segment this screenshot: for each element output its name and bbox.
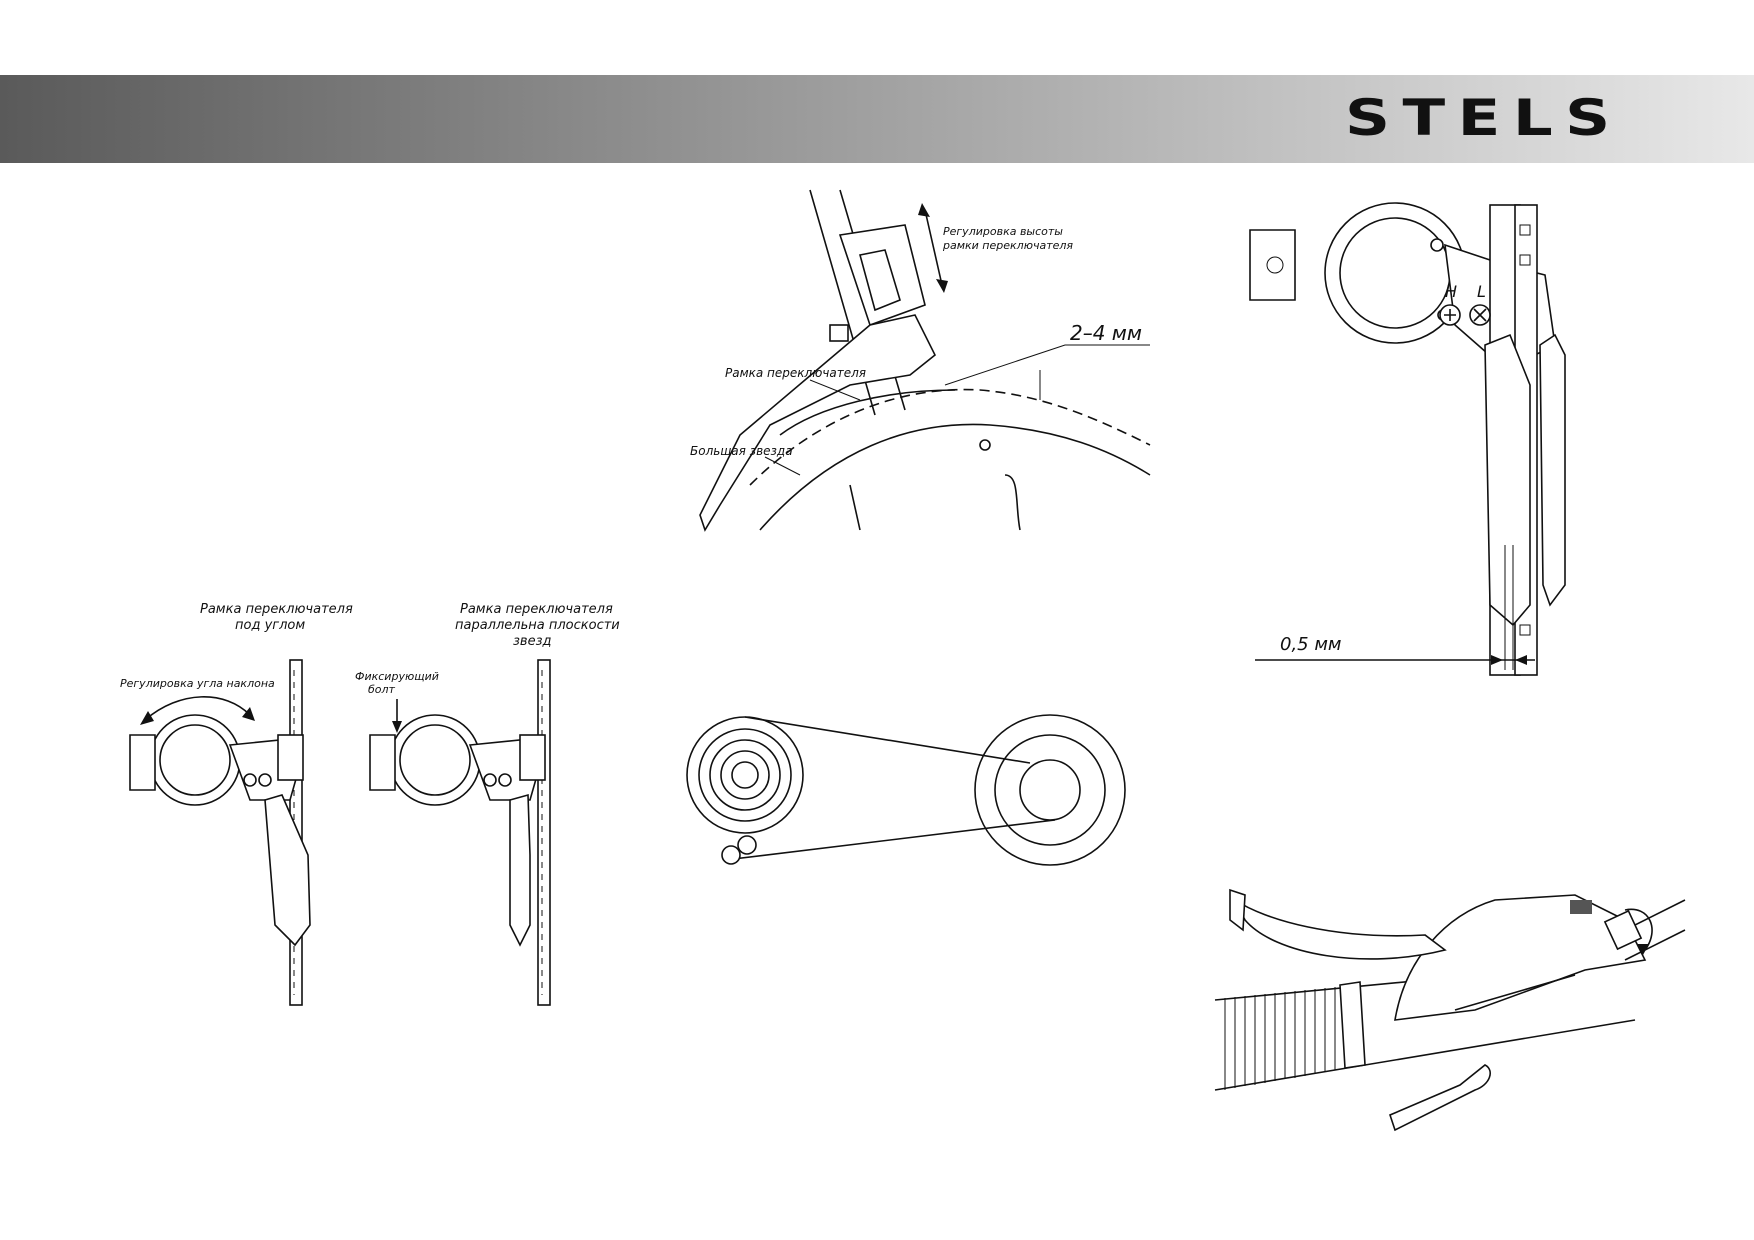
spider-arm-1 (849, 484, 861, 531)
gap-extension-lines (1504, 545, 1514, 670)
inner-cage-plate (1539, 333, 1566, 607)
barrel-adjuster (1603, 909, 1643, 951)
stels-logo: STELS (1345, 89, 1623, 147)
chainring-teeth (749, 388, 1151, 486)
caption-parallel-1: Рамка переключателя (460, 602, 613, 617)
label-high: H (1445, 282, 1457, 301)
label-big-chainring: Большая звезда (690, 444, 793, 458)
brake-lever (1232, 897, 1447, 960)
shifter-barrel-diagram (1214, 888, 1686, 1132)
derailleur-pulley-2 (737, 835, 757, 855)
label-cage: Рамка переключателя (725, 366, 866, 380)
barrel-rotate-arrowhead (1637, 944, 1649, 955)
label-fixing-bolt-2: болт (368, 683, 396, 696)
indicator-window (1570, 900, 1592, 914)
label-angle-adjust: Регулировка угла наклона (120, 677, 275, 690)
clamp-hinge (1249, 229, 1296, 301)
label-fixing-bolt-1: Фиксирующий (355, 670, 439, 683)
label-gap-0-5: 0,5 мм (1280, 634, 1342, 655)
clamp-detail (859, 249, 901, 312)
caption-parallel-3: звезд (513, 634, 551, 649)
derailleur-pulley-1 (721, 845, 741, 865)
derailleur-clamp (838, 224, 926, 327)
label-height-adjust-2: рамки переключателя (942, 239, 1073, 252)
chain-upper (744, 716, 1031, 764)
height-adjust-arrow (924, 209, 943, 286)
fixing-bolt-arrowhead (392, 721, 402, 733)
handlebar-bottom (1214, 1019, 1636, 1091)
label-low: L (1477, 282, 1486, 301)
shift-cable-bottom (1624, 929, 1686, 961)
chain-lower (724, 819, 1056, 861)
chain-line-diagram (686, 714, 1126, 866)
derailleur-cage (699, 314, 937, 532)
outer-cage-plate (1484, 333, 1531, 627)
brake-lever-tip (1229, 888, 1246, 932)
body-pivot (1430, 238, 1444, 252)
caption-parallel-2: параллельна плоскости (455, 618, 620, 633)
chainring-leader (764, 456, 801, 476)
limit-screw-diagram: H L 0,5 мм (1249, 202, 1566, 676)
cage-height-diagram: Регулировка высоты рамки переключателя 2… (690, 189, 1151, 532)
cage-leader (809, 379, 861, 401)
clamp-hole (1339, 217, 1451, 329)
height-arrowheads (918, 203, 948, 293)
shifter-shadow-line (1454, 974, 1576, 1011)
shifter-body (1394, 894, 1647, 1021)
spider-arm-2 (1004, 474, 1021, 531)
gap-leader (944, 344, 1150, 386)
chainring-bolt-hole (979, 439, 991, 451)
derailleur-angled (129, 659, 311, 1006)
low-screw-slot (1473, 308, 1487, 322)
chainring-inner (759, 423, 1151, 531)
high-screw-slot (1444, 309, 1456, 321)
cage-alignment-diagram: Рамка переключателя под углом Рамка пере… (120, 602, 620, 1006)
cage-inner-line (779, 389, 956, 436)
derailleur-parallel (369, 659, 551, 1006)
caption-angled-2: под углом (235, 618, 305, 633)
hinge-pin (1266, 256, 1284, 274)
grip-collar (1339, 981, 1366, 1069)
gap-arrowheads (1491, 655, 1527, 665)
label-gap-2-4: 2–4 мм (1070, 321, 1142, 345)
header-banner (0, 75, 1754, 163)
angle-adjust-arrow (144, 696, 251, 721)
clamp-bolt (829, 324, 849, 342)
grip-ridges (1224, 987, 1336, 1090)
thumb-shift-lever (1389, 1064, 1491, 1132)
caption-angled-1: Рамка переключателя (200, 602, 353, 617)
cassette-cogs (686, 716, 804, 834)
chainrings (974, 714, 1126, 866)
label-height-adjust-1: Регулировка высоты (943, 225, 1063, 238)
